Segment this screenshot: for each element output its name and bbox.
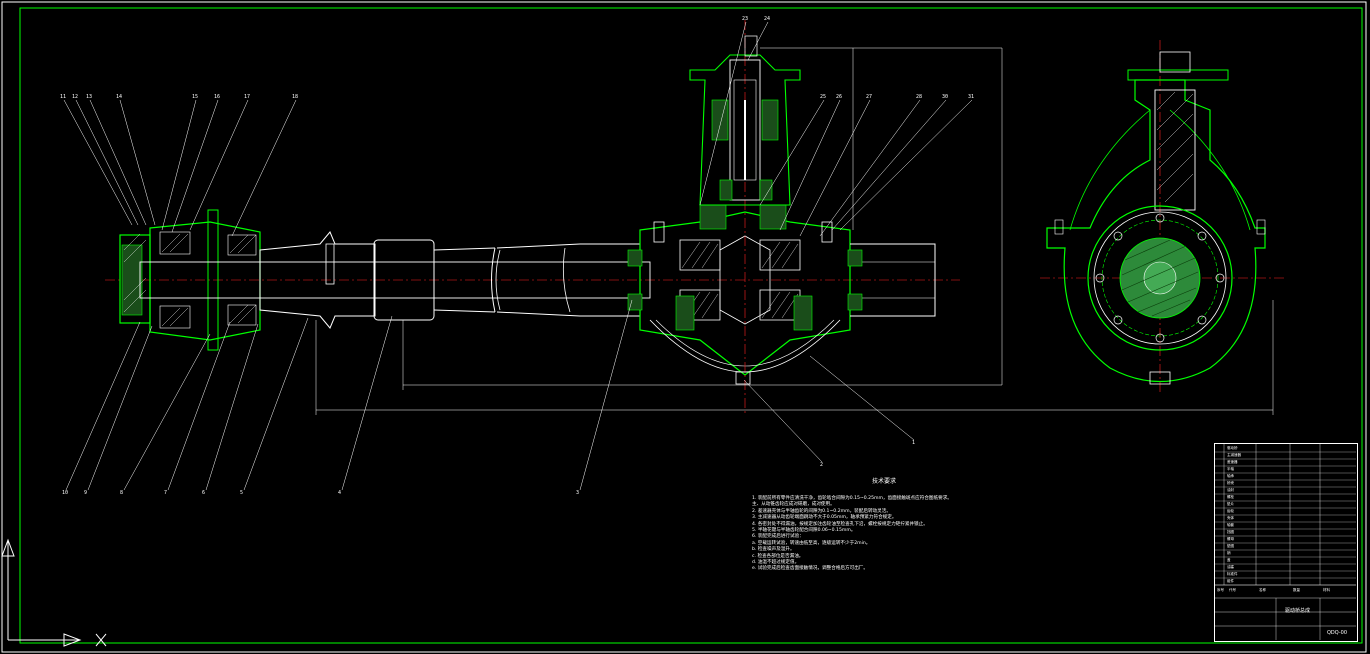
tb-part-name: 油塞 <box>1227 565 1234 569</box>
tb-part-name: 齿轮 <box>1227 509 1234 513</box>
callout-label: 6 <box>202 490 206 496</box>
tech-note-line: a. 空载运转试验，转速由低至高，逐级运转不少于2min。 <box>752 540 871 546</box>
tb-part-name: 半轴 <box>1227 467 1234 471</box>
tb-header-material: 材料 <box>1323 588 1330 592</box>
tech-note-line: 4. 各密封处不得漏油，按规定加注齿轮油至检查孔下沿，螺栓按规定力矩拧紧并锁止。 <box>752 521 928 527</box>
callout-label: 14 <box>116 94 123 100</box>
tech-note-line: c. 检查各部位是否漏油。 <box>752 553 804 559</box>
tb-part-name: 螺栓 <box>1227 495 1234 499</box>
tb-part-name: 差速器 <box>1227 460 1238 464</box>
axle-section-view <box>63 20 1274 491</box>
callout-label: 8 <box>120 490 124 496</box>
callout-label: 9 <box>84 490 88 496</box>
tech-notes-title: 技术要求 <box>872 478 897 485</box>
tb-part-name: 轴承 <box>1227 474 1234 478</box>
tech-note-line: 1. 装配前所有零件应清洗干净，齿轮啮合间隙为0.15~0.25mm，齿面接触斑… <box>752 496 952 501</box>
title-block-rows <box>1214 451 1356 586</box>
callout-label: 27 <box>866 94 873 100</box>
tb-part-name: 盖 <box>1227 558 1231 562</box>
callout-label: 7 <box>164 490 168 496</box>
tb-part-name: 挡圈 <box>1227 530 1234 534</box>
tb-part-name: 桥壳 <box>1227 481 1234 485</box>
tech-note-line: 3. 主减速器从动齿轮端面跳动不大于0.05mm，轴承预紧力符合规定。 <box>752 515 897 521</box>
tb-drawing-name: 驱动桥总成 <box>1285 608 1311 614</box>
tb-part-name: 驱动桥 <box>1227 446 1238 450</box>
tb-part-name: 壳体 <box>1227 516 1234 520</box>
tb-header-index: 序号 <box>1217 588 1224 592</box>
ucs-icon <box>1 538 107 647</box>
callout-label: 25 <box>820 94 827 100</box>
tech-note-line: 6. 装配完成后进行试验： <box>752 534 804 540</box>
callout-label: 30 <box>942 94 949 100</box>
tech-notes: 1. 装配前所有零件应清洗干净，齿轮啮合间隙为0.15~0.25mm，齿面接触斑… <box>752 496 1172 573</box>
callout-label: 17 <box>244 94 251 100</box>
callout-label: 31 <box>968 94 975 100</box>
tech-note-line: 5. 半轴花键与半轴齿轮配合间隙0.06~0.15mm。 <box>752 528 856 534</box>
callout-label: 16 <box>214 94 221 100</box>
tb-part-name: 轴套 <box>1227 523 1234 527</box>
tb-part-name: 油封 <box>1227 488 1234 492</box>
callout-label: 13 <box>86 94 93 100</box>
tech-note-line: e. 试验完成后检查齿面接触情况，调整合格后方可出厂。 <box>752 566 868 572</box>
differential-side-view <box>1040 40 1285 395</box>
callout-label: 3 <box>576 490 580 496</box>
tb-header-qty: 数量 <box>1293 588 1300 592</box>
callout-label: 5 <box>240 490 244 496</box>
callout-label: 1 <box>912 440 916 446</box>
tb-part-name: 组件 <box>1227 579 1234 583</box>
callout-label: 15 <box>192 94 199 100</box>
callout-label: 11 <box>60 94 67 100</box>
tb-header-code: 代号 <box>1229 588 1236 592</box>
inner-border <box>19 7 1363 644</box>
callout-label: 12 <box>72 94 79 100</box>
tb-part-name: 螺母 <box>1227 537 1234 541</box>
tech-note-line: 2. 差速器壳体与半轴齿轮的间隙为0.1~0.2mm，装配后转动灵活。 <box>752 508 891 514</box>
tb-part-name: 标准件 <box>1227 572 1238 576</box>
callout-label: 28 <box>916 94 923 100</box>
callout-label: 24 <box>764 16 771 22</box>
tb-header-name: 名称 <box>1259 588 1266 592</box>
callout-label: 10 <box>62 490 69 496</box>
callout-label: 2 <box>820 462 824 468</box>
tech-note-line: 主、从动锥齿轮应成对研磨，成对使用。 <box>752 502 835 508</box>
tech-note-line: d. 油温不超过规定值。 <box>752 560 800 566</box>
tb-drawing-number: QDQ-00 <box>1327 630 1348 636</box>
tech-note-line: b. 检查噪声及温升。 <box>752 547 795 553</box>
callout-label: 4 <box>338 490 342 496</box>
callout-label: 26 <box>836 94 843 100</box>
tb-part-name: 垫圈 <box>1227 544 1234 548</box>
callout-label: 18 <box>292 94 299 100</box>
tb-part-name: 主减速器 <box>1227 453 1241 457</box>
tb-part-name: 销 <box>1227 551 1231 555</box>
title-block: 驱动桥主减速器差速器半轴轴承桥壳油封螺栓垫片齿轮壳体轴套挡圈螺母垫圈销盖油塞标准… <box>1214 443 1358 642</box>
callout-label: 23 <box>742 16 749 22</box>
tb-part-name: 垫片 <box>1227 502 1234 506</box>
